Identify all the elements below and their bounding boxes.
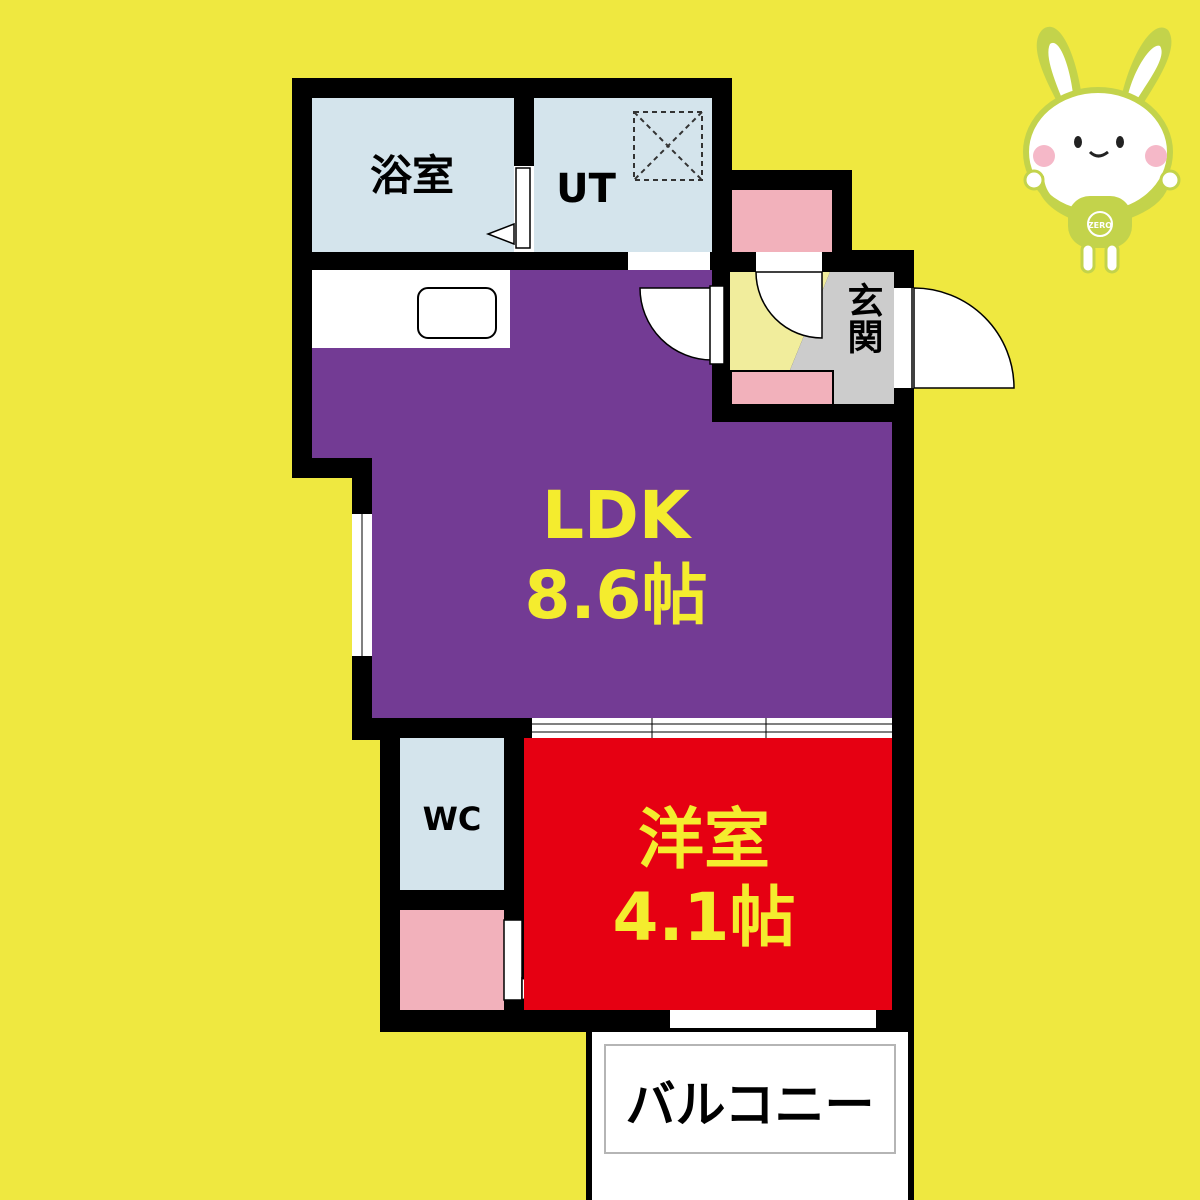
washer-pan-icon [633,111,703,181]
ldk-label: LDK [542,477,693,554]
utility-door-opening[interactable] [628,252,710,270]
kitchen-sink-icon [417,287,497,339]
closet [400,910,504,1010]
ldk-window [352,514,372,656]
utility-label: UT [556,166,616,212]
western-room-label: 洋室 [638,801,770,878]
entrance: 玄関 [730,252,894,404]
western-room-size: 4.1帖 [613,879,796,956]
balcony: バルコニー [586,1025,914,1200]
bathroom-door[interactable] [485,166,534,252]
mascot-badge-text: ZERO [1088,221,1112,230]
balcony-window[interactable] [670,1010,876,1028]
bathroom: 浴室 [312,98,514,252]
mascot-logo: ZERO [1023,26,1181,274]
utility-room: UT [534,98,712,252]
sliding-doors[interactable] [532,718,892,738]
western-room: 洋室 4.1帖 [524,738,892,1010]
entrance-label: 玄関 [842,282,883,354]
ldk-room: LDK 8.6帖 [312,270,892,718]
balcony-label: バルコニー [626,1076,875,1134]
bathroom-label: 浴室 [370,151,454,200]
ldk-size: 8.6帖 [525,557,708,634]
wc-room: WC [400,738,504,890]
shoe-closet [732,190,832,252]
wc-label: WC [423,800,482,838]
ldk-entrance-door[interactable] [639,287,713,361]
front-door[interactable] [894,287,1015,389]
